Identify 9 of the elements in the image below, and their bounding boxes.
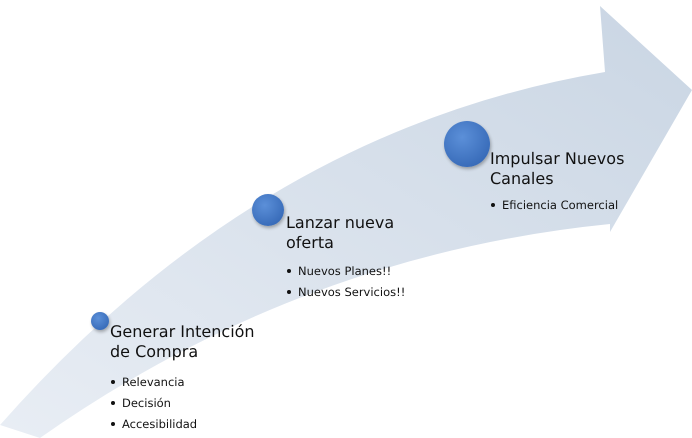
bullet-item: Eficiencia Comercial [502, 198, 618, 212]
step-heading: Generar Intención de Compra [110, 322, 256, 362]
bullet-item: Relevancia [122, 375, 185, 389]
step-heading: Lanzar nueva oferta [286, 213, 396, 253]
step-heading: Impulsar Nuevos Canales [490, 149, 626, 189]
bullet-item: Accesibilidad [122, 417, 198, 431]
bullet-item: Nuevos Servicios!! [298, 285, 406, 299]
bullet-item: Decisión [122, 396, 171, 410]
bullet-item: Nuevos Planes!! [298, 264, 392, 278]
